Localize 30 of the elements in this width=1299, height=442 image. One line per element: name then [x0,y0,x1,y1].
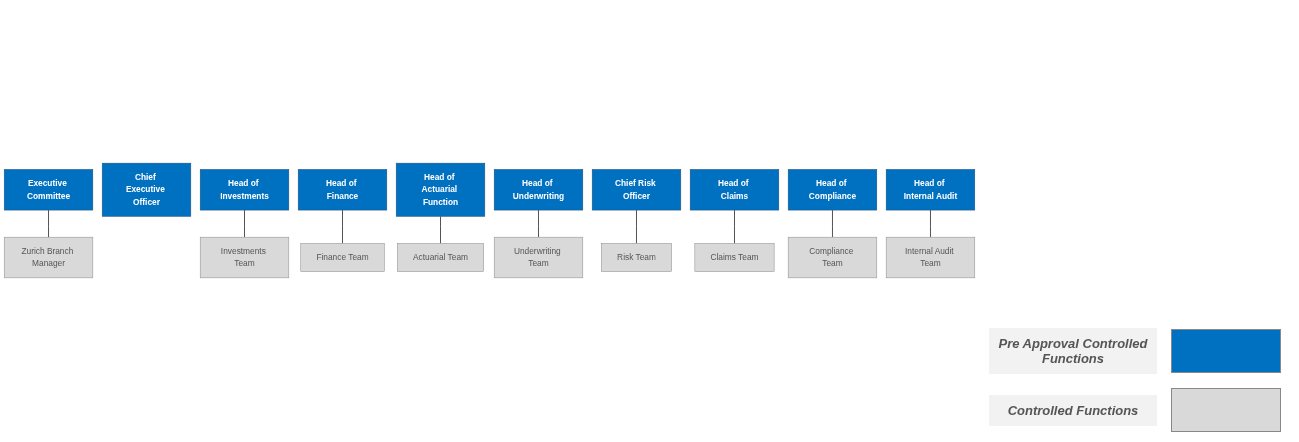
connector [930,210,931,239]
node-box: Zurich Branch Manager [3,237,94,279]
node-box: Head of Claims [689,169,780,211]
node-box: Head of Underwriting [493,169,584,211]
node-box: Chief Risk Officer [591,169,682,211]
legend-label: Pre Approval Controlled Functions [989,328,1157,374]
node-box: Underwriting Team [493,237,584,279]
connector [342,210,343,245]
connector [832,210,833,239]
connector [538,210,539,239]
connector [440,216,441,245]
node-box: Investments Team [199,237,290,279]
node-box: Actuarial Team [397,243,484,273]
node-box: Compliance Team [787,237,878,279]
node-box: Executive Committee [3,169,94,211]
node-box: Internal Audit Team [885,237,976,279]
node-box: Risk Team [601,243,672,273]
connector [636,210,637,245]
node-box: Head of Compliance [787,169,878,211]
connector [244,210,245,239]
connector [48,210,49,239]
legend-label: Controlled Functions [989,394,1157,426]
node-box: Head of Finance [297,169,388,211]
node-box: Head of Internal Audit [885,169,976,211]
node-box: Chief Executive Officer [101,163,192,218]
connector [734,210,735,245]
node-box: Claims Team [694,243,775,273]
node-box: Head of Investments [199,169,290,211]
node-box: Head of Actuarial Function [395,163,486,218]
node-box: Finance Team [300,243,385,273]
